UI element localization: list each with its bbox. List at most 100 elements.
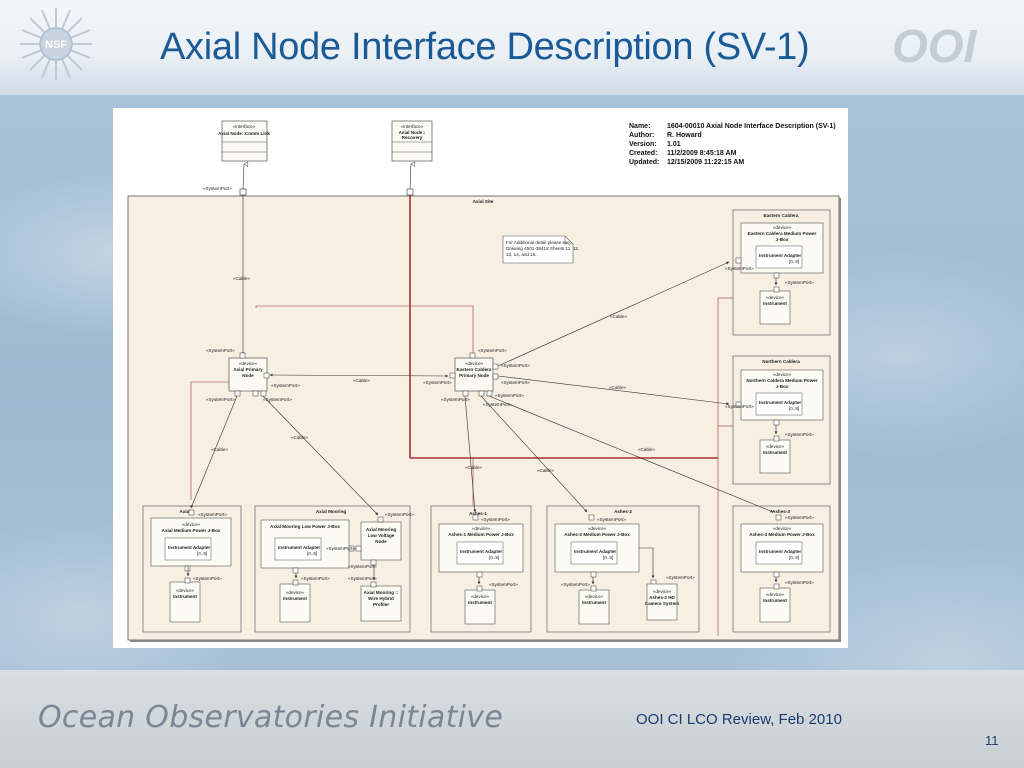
- svg-text:1.01: 1.01: [667, 141, 681, 148]
- svg-text:«device»: «device»: [182, 522, 201, 527]
- svg-text:Axial Mooring: Axial Mooring: [316, 509, 347, 514]
- svg-text:«device»: «device»: [472, 526, 491, 531]
- svg-text:Axial Mooring ::: Axial Mooring ::: [364, 590, 399, 595]
- ashes-2-site[interactable]: Ashes-2 «SystemPort» «device» Ashes-2 Me…: [546, 505, 700, 633]
- svg-text:Axial Site: Axial Site: [473, 199, 494, 204]
- svg-text:R. Howard: R. Howard: [667, 132, 702, 139]
- svg-text:Updated:: Updated:: [629, 159, 659, 166]
- cable-label: «Cable»: [638, 447, 656, 452]
- svg-text:Ashes-2 Medium Power J-Box: Ashes-2 Medium Power J-Box: [564, 532, 630, 537]
- svg-text:Eastern Caldera Medium Power: Eastern Caldera Medium Power: [748, 231, 817, 236]
- svg-text:12/15/2009 11:22:15 AM: 12/15/2009 11:22:15 AM: [667, 159, 744, 166]
- svg-text:«device»: «device»: [239, 361, 258, 366]
- interface-comm-link[interactable]: «interface» Axial Node::Comm Link: [218, 120, 270, 162]
- svg-text:13, 14, and 16.: 13, 14, and 16.: [506, 252, 537, 257]
- svg-text:«SystemPort»: «SystemPort»: [348, 564, 377, 569]
- ashes-3-site[interactable]: Ashes-3 «SystemPort» «device» Ashes-3 Me…: [732, 505, 831, 633]
- title-band: [0, 0, 1024, 95]
- svg-text:Axial Mooring: Axial Mooring: [366, 527, 397, 532]
- svg-text:[0..8]: [0..8]: [197, 551, 207, 556]
- nsf-logo: NSF: [18, 6, 94, 87]
- cable-label: «Cable»: [211, 447, 229, 452]
- svg-text:«SystemPort»: «SystemPort»: [725, 266, 754, 271]
- footer-band: [0, 670, 1024, 768]
- svg-text:Version:: Version:: [629, 141, 657, 148]
- svg-text:[0..8]: [0..8]: [307, 551, 317, 556]
- svg-text:«interface»: «interface»: [233, 124, 256, 129]
- svg-text:For Additional detail please s: For Additional detail please see:: [506, 240, 571, 245]
- svg-text:«SystemPort»: «SystemPort»: [385, 512, 414, 517]
- svg-text:Wire Hybrid: Wire Hybrid: [368, 596, 394, 601]
- axial-primary-node[interactable]: «device» Axial Primary Node «SystemPort»…: [206, 348, 300, 402]
- svg-text:Created:: Created:: [629, 150, 657, 157]
- svg-text:J-Box: J-Box: [776, 237, 789, 242]
- svg-text:«device»: «device»: [766, 295, 785, 300]
- svg-text:Axial Medium Power J-Box: Axial Medium Power J-Box: [162, 528, 221, 533]
- svg-text:Low Voltage: Low Voltage: [368, 533, 395, 538]
- svg-text:Instrument Adapter: Instrument Adapter: [574, 549, 616, 554]
- svg-text:«device»: «device»: [766, 592, 785, 597]
- svg-text:«SystemPort»: «SystemPort»: [423, 380, 452, 385]
- svg-text:Axial Primary: Axial Primary: [233, 367, 263, 372]
- svg-text:Instrument Adapter: Instrument Adapter: [278, 545, 320, 550]
- eastern-caldera-site[interactable]: Eastern Caldera «device» Eastern Caldera…: [725, 209, 831, 336]
- svg-text:[0..8]: [0..8]: [489, 555, 499, 560]
- svg-text:Drawing 4501-38418 Sheets 11,: Drawing 4501-38418 Sheets 11, 12,: [506, 246, 579, 251]
- diagram-info: Name:1604-00010 Axial Node Interface Des…: [629, 123, 836, 166]
- svg-text:Instrument Adapter: Instrument Adapter: [759, 549, 801, 554]
- svg-text:«SystemPort»: «SystemPort»: [478, 348, 507, 353]
- cable-label: «Cable»: [233, 276, 251, 281]
- svg-text:Ashes-1: Ashes-1: [469, 511, 487, 516]
- port-recovery[interactable]: [406, 188, 414, 196]
- svg-text:«device»: «device»: [773, 225, 792, 230]
- cable-label: «Cable»: [609, 385, 627, 390]
- ooi-logo-text: OOI: [892, 20, 978, 70]
- svg-text:Axial Mooring Low Power J-Box: Axial Mooring Low Power J-Box: [270, 524, 340, 529]
- svg-text:«SystemPort»: «SystemPort»: [597, 517, 626, 522]
- svg-text:«SystemPort»: «SystemPort»: [725, 404, 754, 409]
- nsf-logo-text: NSF: [45, 39, 67, 51]
- svg-text:«device»: «device»: [766, 444, 785, 449]
- slide-title: Axial Node Interface Description (SV-1): [160, 26, 810, 68]
- realization-link: [409, 164, 411, 190]
- ashes-1-site[interactable]: Ashes-1 «SystemPort» «device» Ashes-1 Me…: [430, 505, 532, 633]
- axial-site[interactable]: Axial «SystemPort» «device» Axial Medium…: [142, 505, 242, 633]
- diagram-frame: Name:1604-00010 Axial Node Interface Des…: [113, 108, 848, 648]
- interface-recovery[interactable]: «interface» Axial Node:: Recovery: [391, 120, 433, 162]
- svg-text:Instrument: Instrument: [582, 600, 606, 605]
- svg-text:«device»: «device»: [471, 594, 490, 599]
- svg-text:Axial Node::: Axial Node::: [399, 130, 426, 135]
- svg-text:«SystemPort»: «SystemPort»: [301, 576, 330, 581]
- svg-text:Recovery: Recovery: [402, 135, 423, 140]
- svg-text:«SystemPort»: «SystemPort»: [326, 546, 355, 551]
- eastern-caldera-primary-node[interactable]: «device» Eastern Caldera Primary Node «S…: [423, 348, 530, 407]
- svg-text:Primary Node: Primary Node: [459, 373, 489, 378]
- svg-text:Camera System: Camera System: [645, 601, 679, 606]
- svg-text:Instrument: Instrument: [763, 450, 787, 455]
- svg-text:1604-00010 Axial Node Interfa: 1604-00010 Axial Node Interface Descript…: [667, 123, 836, 130]
- svg-text:11/2/2009 8:45:18 AM: 11/2/2009 8:45:18 AM: [667, 150, 737, 157]
- svg-text:Instrument Adapter: Instrument Adapter: [759, 400, 801, 405]
- northern-caldera-site[interactable]: Northern Caldera «device» Northern Calde…: [725, 355, 831, 485]
- svg-text:Eastern Caldera: Eastern Caldera: [457, 367, 492, 372]
- svg-text:«SystemPort»: «SystemPort»: [348, 576, 377, 581]
- svg-text:Ashes-2 HD: Ashes-2 HD: [649, 595, 675, 600]
- svg-text:«SystemPort»: «SystemPort»: [785, 280, 814, 285]
- svg-text:«SystemPort»: «SystemPort»: [206, 348, 235, 353]
- svg-text:Northern Caldera Medium Power: Northern Caldera Medium Power: [746, 378, 817, 383]
- footer-brand: Ocean Observatories Initiative: [38, 700, 504, 735]
- svg-text:«device»: «device»: [585, 594, 604, 599]
- svg-text:Eastern Caldera: Eastern Caldera: [764, 213, 799, 218]
- svg-text:«device»: «device»: [588, 526, 607, 531]
- svg-text:J-Box: J-Box: [776, 384, 789, 389]
- svg-text:Ashes-1 Medium Power J-Box: Ashes-1 Medium Power J-Box: [448, 532, 514, 537]
- svg-text:«SystemPort»: «SystemPort»: [263, 397, 292, 402]
- port-comm-link[interactable]: [239, 188, 247, 196]
- sv1-diagram: Name:1604-00010 Axial Node Interface Des…: [127, 120, 841, 642]
- svg-text:«SystemPort»: «SystemPort»: [666, 575, 695, 580]
- cable-label: «Cable»: [610, 314, 628, 319]
- svg-text:«device»: «device»: [286, 590, 305, 595]
- axial-mooring-site[interactable]: Axial Mooring «SystemPort» Axial Mooring…: [254, 505, 414, 633]
- svg-text:«SystemPort»: «SystemPort»: [785, 432, 814, 437]
- svg-text:«SystemPort»: «SystemPort»: [271, 383, 300, 388]
